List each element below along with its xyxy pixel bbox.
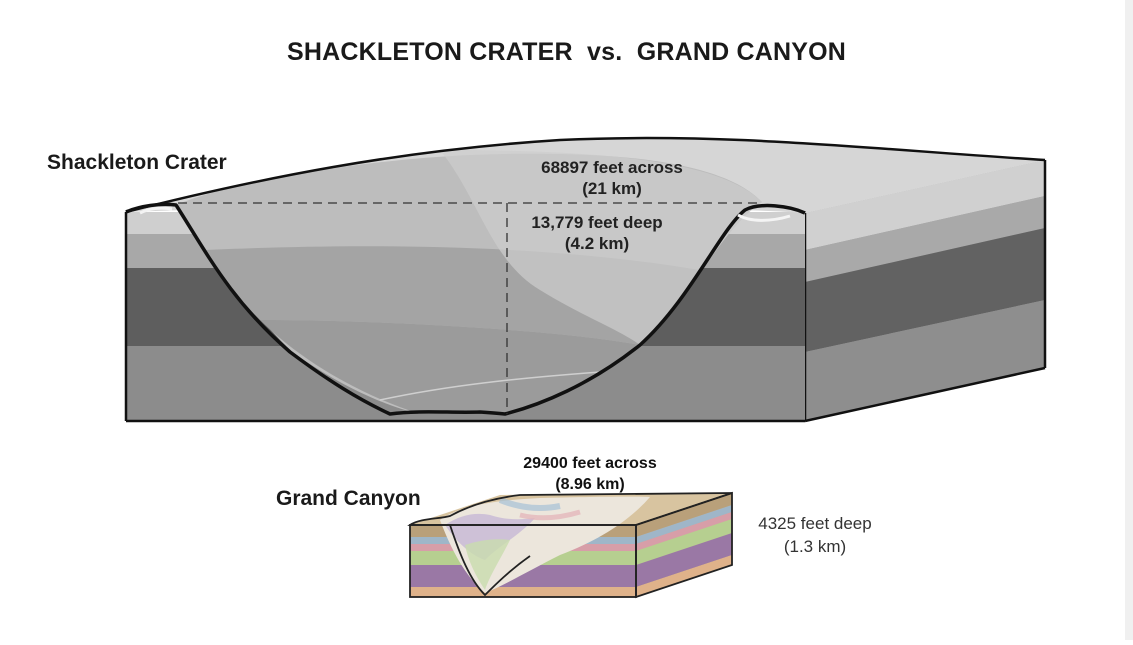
grand-canyon-width-annotation: 29400 feet across (8.96 km)	[495, 453, 685, 495]
shackleton-width-km: (21 km)	[582, 179, 642, 198]
shackleton-side-face	[803, 160, 1047, 423]
grand-canyon-width-km: (8.96 km)	[555, 476, 625, 493]
shackleton-width-annotation: 68897 feet across (21 km)	[497, 157, 727, 199]
shackleton-depth-annotation: 13,779 feet deep (4.2 km)	[497, 212, 697, 254]
grand-canyon-depth-km: (1.3 km)	[783, 537, 847, 556]
grand-canyon-side-face	[636, 493, 732, 597]
shackleton-block	[124, 136, 1047, 423]
shackleton-crater-label: Shackleton Crater	[47, 151, 227, 174]
grand-canyon-block	[407, 491, 733, 599]
grand-canyon-depth-feet: 4325 feet deep	[758, 514, 872, 533]
shackleton-depth-km: (4.2 km)	[564, 234, 630, 253]
page-title: SHACKLETON CRATER vs. GRAND CANYON	[286, 38, 847, 66]
shackleton-width-feet: 68897 feet across	[541, 158, 683, 177]
grand-canyon-depth-annotation: 4325 feet deep (1.3 km)	[740, 512, 890, 558]
shackleton-crater-outline	[125, 202, 806, 416]
shackleton-depth-feet: 13,779 feet deep	[531, 213, 663, 232]
grand-canyon-label: Grand Canyon	[276, 487, 421, 510]
grand-canyon-width-feet: 29400 feet across	[523, 455, 657, 472]
page-edge-divider	[1125, 0, 1133, 640]
